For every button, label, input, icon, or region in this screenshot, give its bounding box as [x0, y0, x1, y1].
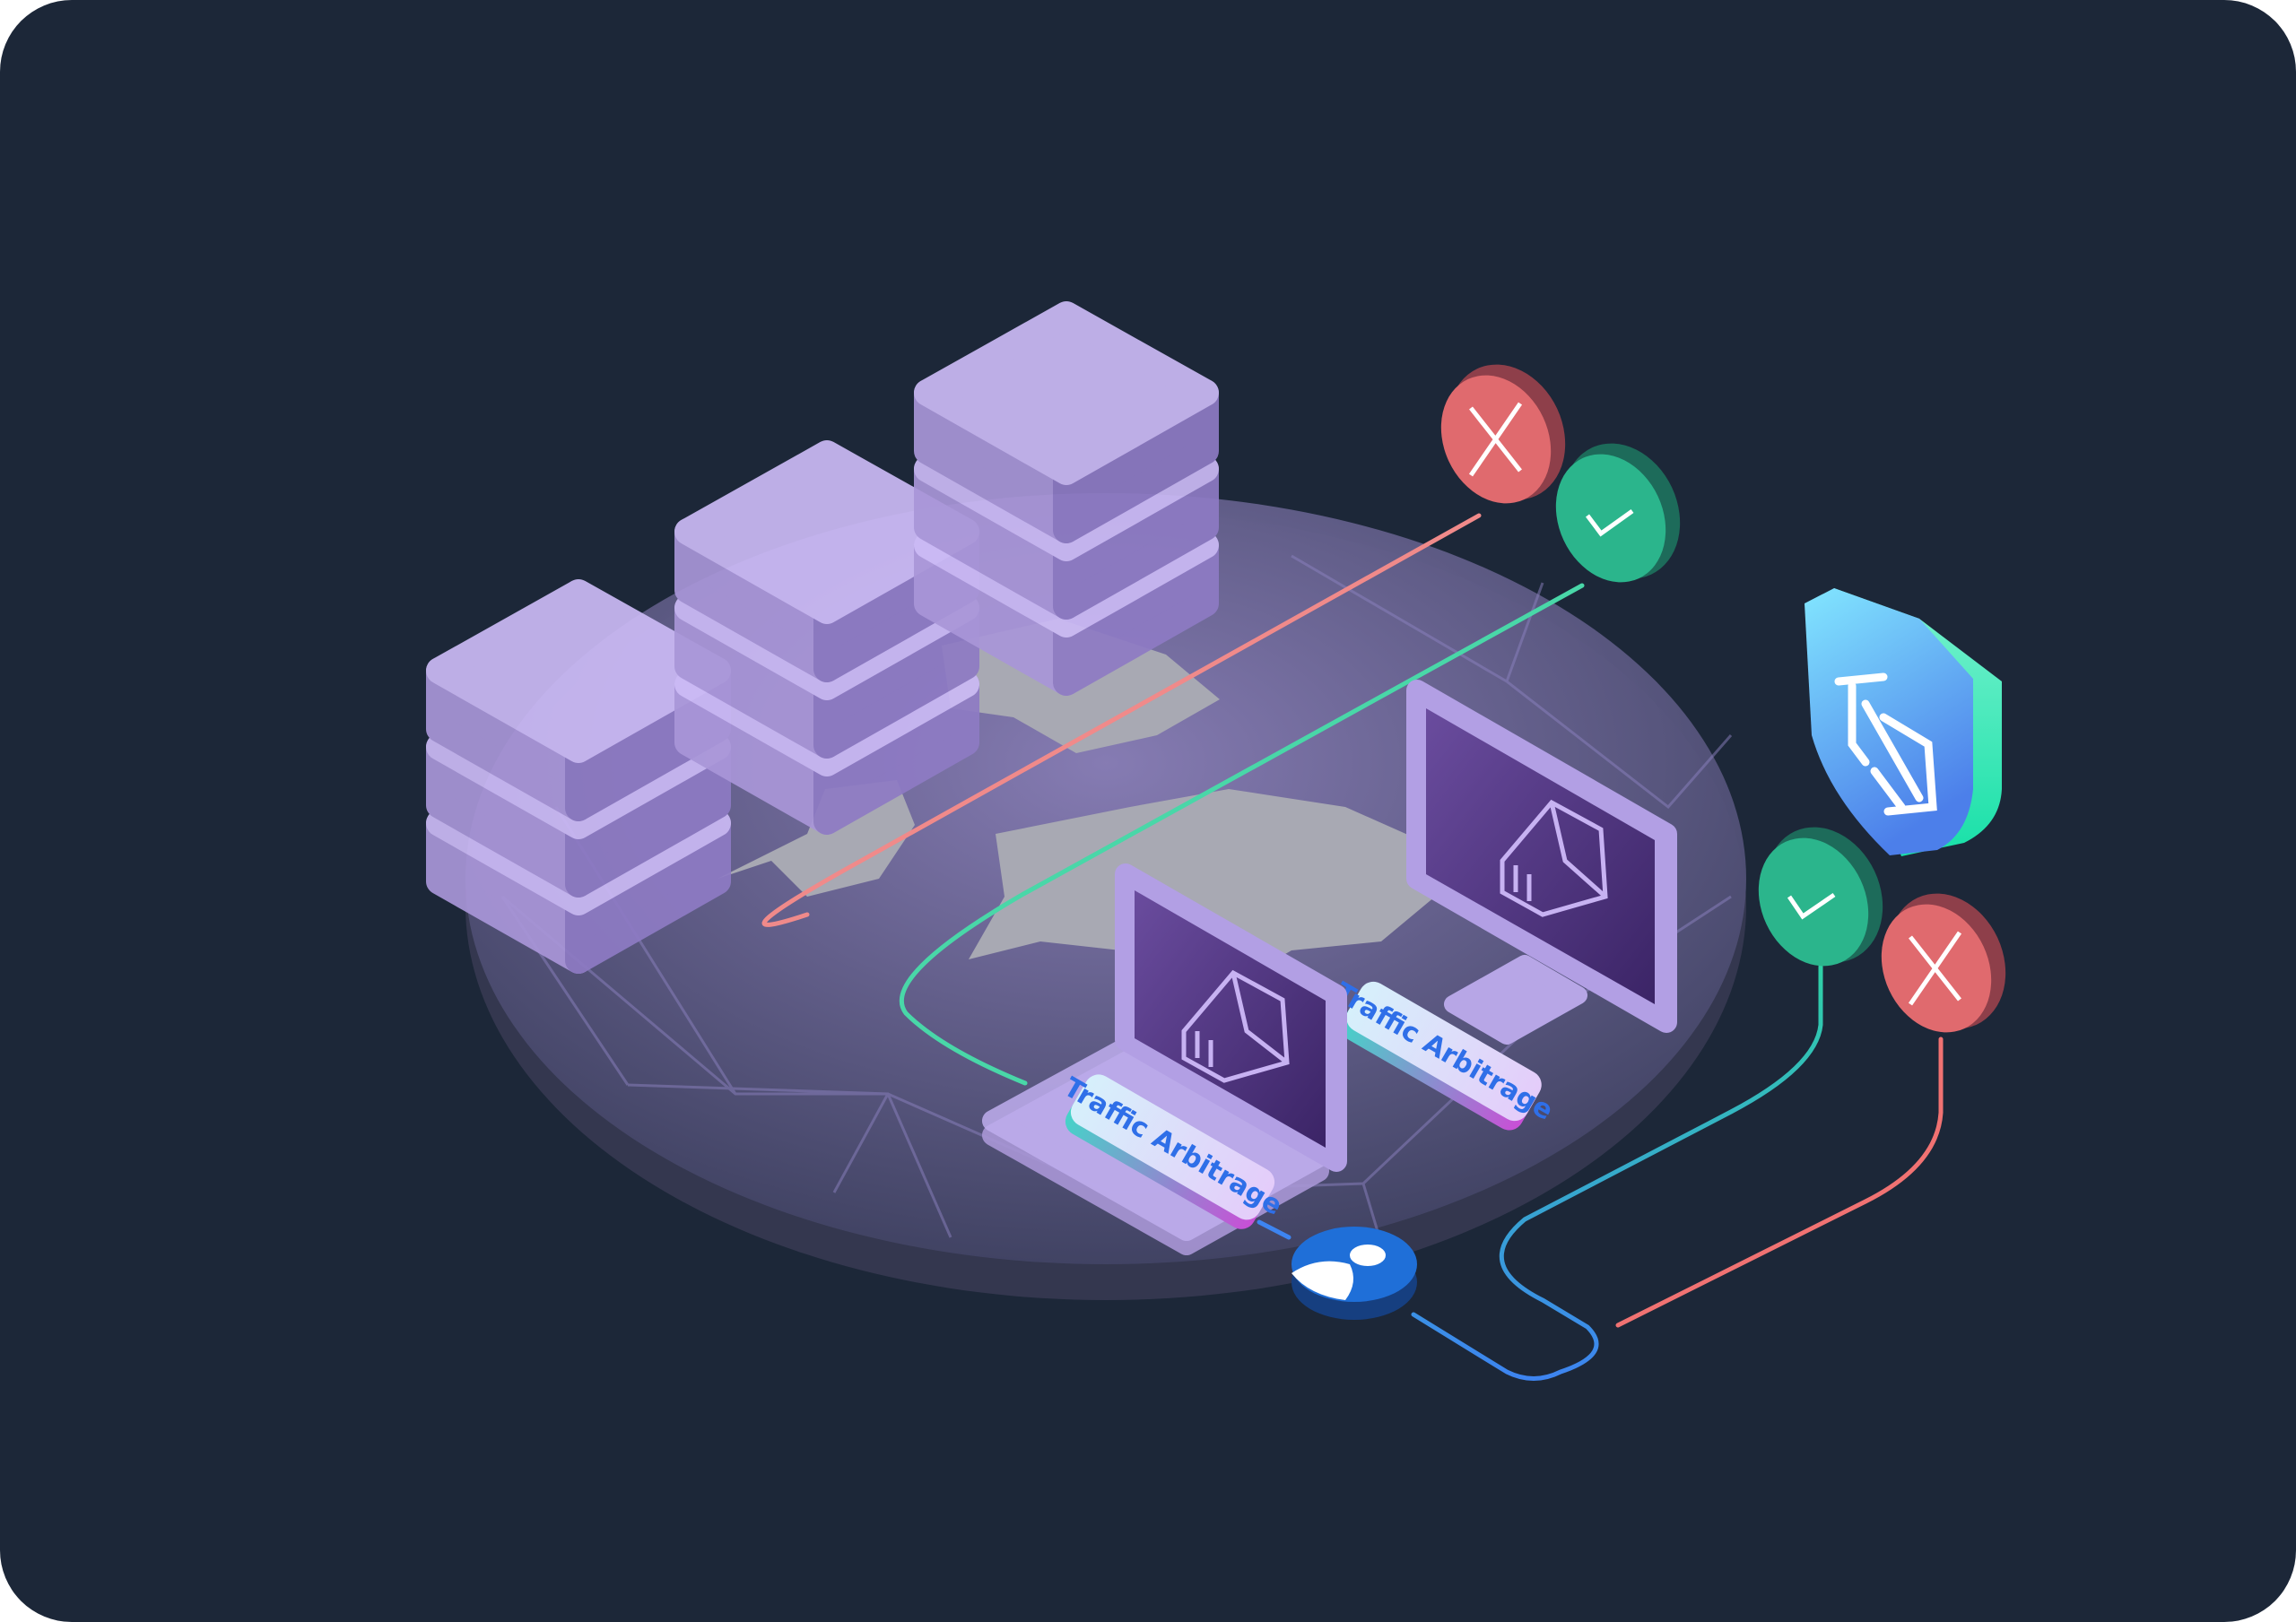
monitor-screen — [1426, 708, 1655, 1004]
reject-badge-top — [1440, 364, 1566, 504]
monitor-screen — [1135, 890, 1326, 1148]
monitor-right — [1406, 680, 1677, 1045]
approve-badge-bottom — [1758, 827, 1883, 967]
user-route-line — [1411, 964, 1823, 1381]
house-icon — [1500, 799, 1608, 917]
house-icon — [1181, 969, 1290, 1083]
reject-x-icon — [1908, 931, 1962, 1006]
server-stack-right — [927, 315, 1205, 682]
shield-logo-icon — [1805, 588, 2002, 856]
blocked-route-line — [1615, 1037, 1944, 1328]
connection-lines — [761, 513, 1944, 1381]
approved-route-line — [899, 583, 1585, 1086]
approve-check-icon — [1586, 508, 1634, 537]
approve-check-icon — [1787, 892, 1836, 920]
reject-badge-bottom — [1881, 893, 2006, 1033]
user-badge — [1292, 1227, 1417, 1320]
rejected-route-line — [761, 513, 1482, 927]
reject-x-icon — [1468, 402, 1523, 477]
approve-badge-top — [1555, 443, 1681, 583]
user-icon — [1292, 1245, 1386, 1300]
